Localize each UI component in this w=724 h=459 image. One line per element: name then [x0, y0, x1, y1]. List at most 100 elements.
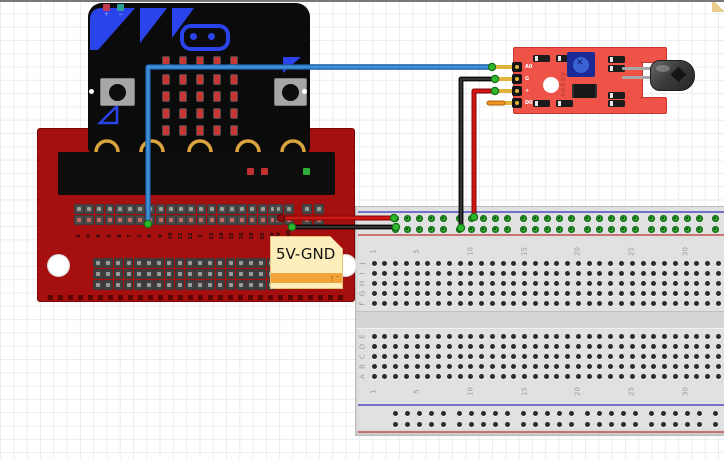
power-rail-hole[interactable]	[392, 421, 398, 427]
power-rail-hole[interactable]	[532, 421, 538, 427]
breadboard-hole[interactable]	[554, 300, 560, 306]
breadboard-hole[interactable]	[618, 260, 624, 266]
edge-connector-socket[interactable]	[58, 152, 335, 195]
breadboard-hole[interactable]	[436, 353, 442, 359]
breadboard-hole[interactable]	[532, 373, 538, 379]
breadboard-hole[interactable]	[382, 270, 388, 276]
power-rail-hole[interactable]	[404, 410, 410, 416]
breadboard-hole[interactable]	[586, 373, 592, 379]
breadboard-hole[interactable]	[640, 280, 646, 286]
breadboard-hole[interactable]	[586, 343, 592, 349]
breadboard-hole[interactable]	[586, 333, 592, 339]
breakout-grid-pin[interactable]	[174, 269, 185, 279]
power-rail-hole[interactable]	[620, 410, 626, 416]
power-rail-hole[interactable]	[532, 410, 538, 416]
breadboard-hole[interactable]	[511, 270, 517, 276]
breadboard-hole[interactable]	[694, 280, 700, 286]
breakout-grid-pin[interactable]	[205, 280, 215, 290]
breakout-grid-pin[interactable]	[215, 258, 226, 268]
breadboard-hole[interactable]	[597, 363, 603, 369]
breadboard-hole[interactable]	[500, 363, 506, 369]
breadboard-hole[interactable]	[425, 373, 431, 379]
breadboard-hole[interactable]	[554, 353, 560, 359]
breadboard-hole[interactable]	[446, 280, 452, 286]
breadboard-hole[interactable]	[522, 363, 528, 369]
breadboard-hole[interactable]	[468, 270, 474, 276]
breadboard-hole[interactable]	[662, 363, 668, 369]
breadboard-hole[interactable]	[393, 373, 399, 379]
breadboard-hole[interactable]	[371, 270, 377, 276]
power-rail-hole[interactable]	[647, 214, 655, 222]
breadboard-hole[interactable]	[382, 260, 388, 266]
breadboard-hole[interactable]	[662, 280, 668, 286]
breakout-grid-pin[interactable]	[225, 269, 236, 279]
breadboard-hole[interactable]	[403, 343, 409, 349]
breadboard-hole[interactable]	[651, 270, 657, 276]
breadboard-hole[interactable]	[618, 270, 624, 276]
breadboard-hole[interactable]	[403, 363, 409, 369]
breadboard-hole[interactable]	[403, 280, 409, 286]
breadboard-hole[interactable]	[522, 280, 528, 286]
breadboard-hole[interactable]	[662, 290, 668, 296]
breadboard-hole[interactable]	[446, 333, 452, 339]
breadboard-hole[interactable]	[554, 333, 560, 339]
power-rail-hole[interactable]	[632, 421, 638, 427]
power-rail-hole[interactable]	[632, 410, 638, 416]
breadboard-hole[interactable]	[532, 280, 538, 286]
breadboard-hole[interactable]	[662, 373, 668, 379]
breadboard-hole[interactable]	[575, 333, 581, 339]
breadboard-hole[interactable]	[629, 363, 635, 369]
power-rail-hole[interactable]	[647, 225, 655, 233]
power-rail-hole[interactable]	[684, 421, 690, 427]
breakout-grid-pin[interactable]	[185, 258, 195, 268]
breakout-grid-pin[interactable]	[134, 258, 144, 268]
breadboard-hole[interactable]	[715, 363, 721, 369]
power-rail-hole[interactable]	[567, 214, 575, 222]
breadboard-hole[interactable]	[511, 300, 517, 306]
breadboard-hole[interactable]	[532, 270, 538, 276]
breadboard-hole[interactable]	[479, 260, 485, 266]
breakout-grid-pin[interactable]	[154, 258, 164, 268]
power-rail-hole[interactable]	[416, 410, 422, 416]
breadboard-hole[interactable]	[629, 353, 635, 359]
power-rail-hole[interactable]	[479, 225, 487, 233]
breakout-pin-12[interactable]	[186, 204, 196, 214]
breadboard-hole[interactable]	[393, 363, 399, 369]
breadboard-hole[interactable]	[597, 333, 603, 339]
breadboard-hole[interactable]	[457, 333, 463, 339]
breadboard-hole[interactable]	[382, 280, 388, 286]
breakout-pin-6[interactable]	[115, 204, 125, 214]
breadboard-hole[interactable]	[500, 270, 506, 276]
breadboard-hole[interactable]	[436, 290, 442, 296]
breadboard-hole[interactable]	[651, 343, 657, 349]
breakout-grid-pin[interactable]	[154, 269, 164, 279]
breadboard-hole[interactable]	[694, 260, 700, 266]
breakout-aux-pin[interactable]	[302, 215, 312, 225]
breadboard-hole[interactable]	[532, 300, 538, 306]
breadboard-hole[interactable]	[403, 373, 409, 379]
breakout-pin-8[interactable]	[145, 215, 156, 225]
power-rail-hole[interactable]	[439, 214, 447, 222]
breakout-power-pin[interactable]	[273, 204, 284, 214]
breakout-grid-pin[interactable]	[144, 280, 154, 290]
breadboard-hole[interactable]	[489, 270, 495, 276]
breadboard-hole[interactable]	[425, 343, 431, 349]
breakout-grid-pin[interactable]	[103, 280, 113, 290]
breadboard-hole[interactable]	[543, 290, 549, 296]
breadboard-hole[interactable]	[371, 363, 377, 369]
breadboard-hole[interactable]	[489, 333, 495, 339]
breakout-power-pin[interactable]	[284, 215, 294, 225]
sensor-pin-plus[interactable]	[512, 86, 522, 96]
breadboard-hole[interactable]	[425, 353, 431, 359]
breakout-pin-7[interactable]	[125, 215, 135, 225]
power-rail-hole[interactable]	[503, 214, 511, 222]
breadboard-hole[interactable]	[629, 373, 635, 379]
breadboard-hole[interactable]	[382, 373, 388, 379]
breadboard-hole[interactable]	[425, 363, 431, 369]
breadboard-hole[interactable]	[575, 280, 581, 286]
breadboard-hole[interactable]	[393, 333, 399, 339]
breadboard-hole[interactable]	[586, 280, 592, 286]
breakout-pin-9[interactable]	[155, 215, 166, 225]
power-rail-hole[interactable]	[440, 421, 446, 427]
breadboard-hole[interactable]	[393, 290, 399, 296]
